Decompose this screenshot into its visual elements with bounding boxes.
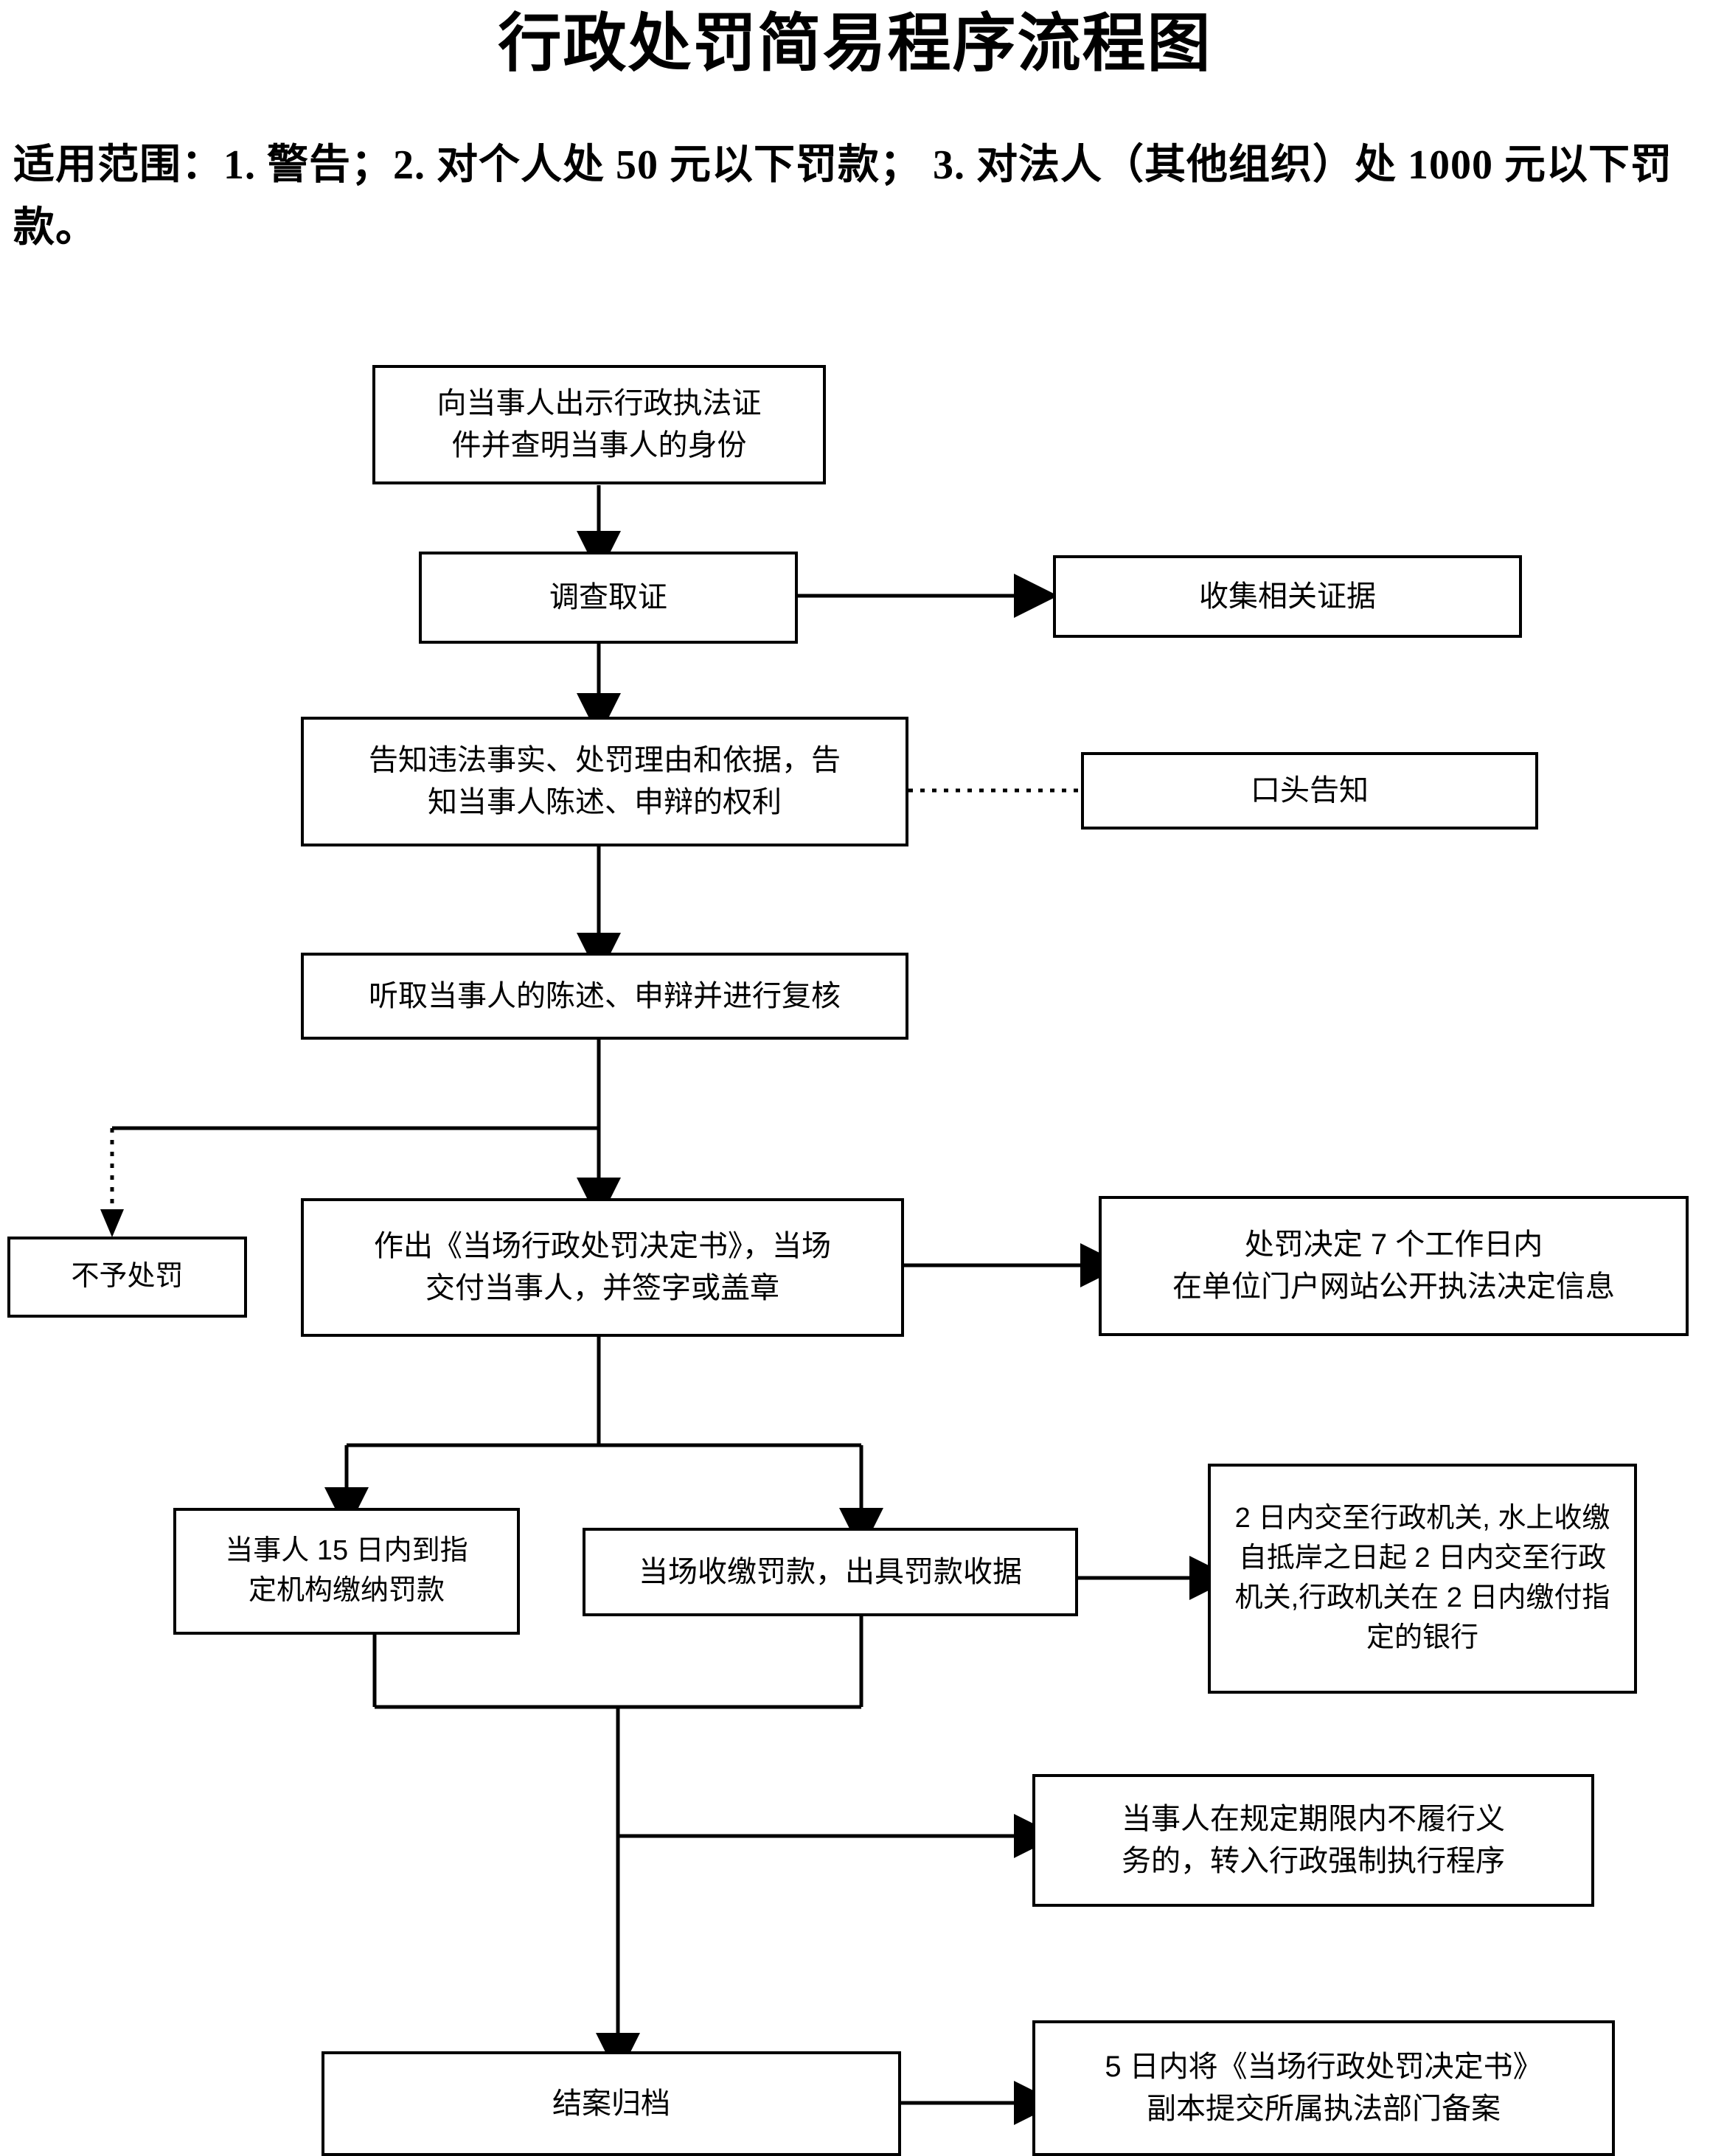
node-collect-onsite-receipt[interactable]: 当场收缴罚款，出具罚款收据 — [583, 1528, 1078, 1616]
node-submit-copy-5-days[interactable]: 5 日内将《当场行政处罚决定书》 副本提交所属执法部门备案 — [1032, 2020, 1615, 2156]
node-show-credentials[interactable]: 向当事人出示行政执法证 件并查明当事人的身份 — [372, 365, 826, 484]
node-compulsory-enforcement[interactable]: 当事人在规定期限内不履行义 务的，转入行政强制执行程序 — [1032, 1774, 1594, 1907]
node-transfer-within-2-days[interactable]: 2 日内交至行政机关, 水上收缴 自抵岸之日起 2 日内交至行政 机关,行政机关… — [1208, 1464, 1637, 1694]
node-no-penalty[interactable]: 不予处罚 — [7, 1237, 247, 1318]
node-collect-evidence[interactable]: 收集相关证据 — [1053, 555, 1522, 638]
node-pay-within-15-days[interactable]: 当事人 15 日内到指 定机构缴纳罚款 — [173, 1508, 520, 1635]
node-close-and-archive[interactable]: 结案归档 — [322, 2051, 901, 2156]
scope-description: 适用范围：1. 警告；2. 对个人处 50 元以下罚款； 3. 对法人（其他组织… — [13, 142, 1672, 251]
page-title: 行政处罚简易程序流程图 — [498, 8, 1212, 79]
node-investigate-evidence[interactable]: 调查取证 — [419, 552, 798, 644]
node-oral-notice[interactable]: 口头告知 — [1081, 752, 1538, 830]
node-inform-facts-rights[interactable]: 告知违法事实、处罚理由和依据，告 知当事人陈述、申辩的权利 — [301, 717, 908, 846]
node-hear-statement-review[interactable]: 听取当事人的陈述、申辩并进行复核 — [301, 953, 908, 1040]
node-publish-decision-7days[interactable]: 处罚决定 7 个工作日内 在单位门户网站公开执法决定信息 — [1099, 1196, 1689, 1336]
node-issue-onsite-decision[interactable]: 作出《当场行政处罚决定书》，当场 交付当事人，并签字或盖章 — [301, 1198, 904, 1337]
